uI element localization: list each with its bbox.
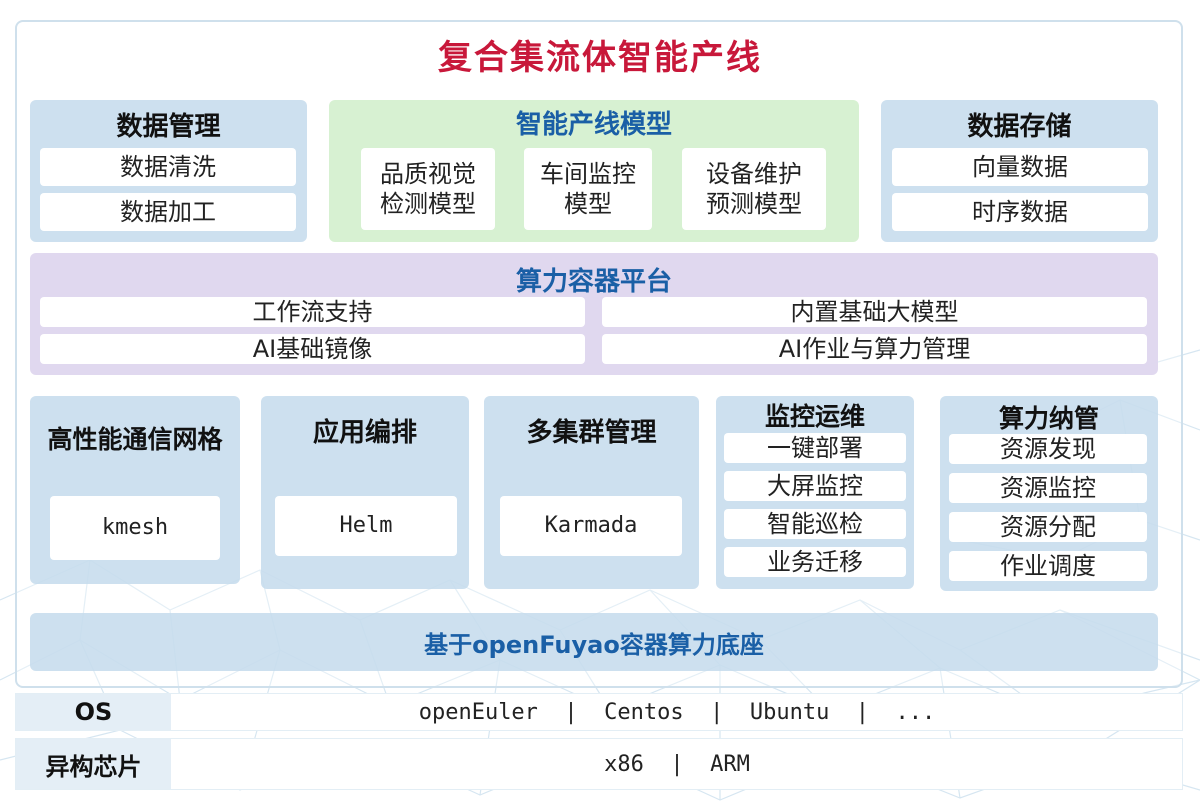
platform-panel: 算力容器平台 工作流支持 内置基础大模型 AI基础镜像 AI作业与算力管理 xyxy=(30,253,1158,375)
base-panel: 基于openFuyao容器算力底座 xyxy=(30,613,1158,671)
page-title: 复合集流体智能产线 xyxy=(438,38,762,78)
workshop-monitor-model-cell: 车间监控 模型 xyxy=(524,148,652,230)
resource-discovery-cell: 资源发现 xyxy=(949,434,1147,464)
workflow-support-cell: 工作流支持 xyxy=(40,297,585,327)
kmesh-cell: kmesh xyxy=(50,496,220,560)
ai-base-image-cell: AI基础镜像 xyxy=(40,334,585,364)
platform-title: 算力容器平台 xyxy=(515,267,672,297)
ops-panel: 监控运维 一键部署 大屏监控 智能巡检 业务迁移 xyxy=(716,396,914,589)
screen-monitor-cell: 大屏监控 xyxy=(724,471,906,501)
builtin-model-cell: 内置基础大模型 xyxy=(602,297,1147,327)
chip-strip: 异构芯片 x86 | ARM xyxy=(15,738,1183,790)
resource-allocation-cell: 资源分配 xyxy=(949,512,1147,542)
data-storage-title: 数据存储 xyxy=(967,112,1072,142)
data-processing-cell: 数据加工 xyxy=(40,193,296,231)
resource-monitor-cell: 资源监控 xyxy=(949,473,1147,503)
mesh-panel: 高性能通信网格 kmesh xyxy=(30,396,240,584)
compute-panel: 算力纳管 资源发现 资源监控 资源分配 作业调度 xyxy=(940,396,1158,591)
orchestration-panel: 应用编排 Helm xyxy=(261,396,469,589)
data-storage-panel: 数据存储 向量数据 时序数据 xyxy=(881,100,1158,242)
os-values: openEuler | Centos | Ubuntu | ... xyxy=(418,699,936,725)
base-label: 基于openFuyao容器算力底座 xyxy=(424,630,764,659)
chip-label: 异构芯片 xyxy=(16,739,171,789)
ops-title: 监控运维 xyxy=(764,402,865,431)
model-title: 智能产线模型 xyxy=(515,110,672,140)
smart-inspection-cell: 智能巡检 xyxy=(724,509,906,539)
karmada-cell: Karmada xyxy=(500,496,682,556)
multicluster-panel: 多集群管理 Karmada xyxy=(484,396,699,589)
equipment-maintenance-model-cell: 设备维护 预测模型 xyxy=(682,148,826,230)
quality-vision-model-cell: 品质视觉 检测模型 xyxy=(361,148,495,230)
vector-data-cell: 向量数据 xyxy=(892,148,1148,186)
data-management-panel: 数据管理 数据清洗 数据加工 xyxy=(30,100,307,242)
timeseries-data-cell: 时序数据 xyxy=(892,193,1148,231)
os-label: OS xyxy=(16,694,171,730)
multicluster-title: 多集群管理 xyxy=(526,418,657,448)
data-cleaning-cell: 数据清洗 xyxy=(40,148,296,186)
os-strip: OS openEuler | Centos | Ubuntu | ... xyxy=(15,693,1183,731)
job-scheduling-cell: 作业调度 xyxy=(949,551,1147,581)
data-management-title: 数据管理 xyxy=(116,112,221,142)
mesh-title: 高性能通信网格 xyxy=(47,425,223,454)
helm-cell: Helm xyxy=(275,496,457,556)
chip-values: x86 | ARM xyxy=(604,751,750,777)
ai-job-compute-cell: AI作业与算力管理 xyxy=(602,334,1147,364)
model-panel: 智能产线模型 品质视觉 检测模型 车间监控 模型 设备维护 预测模型 xyxy=(329,100,859,242)
service-migration-cell: 业务迁移 xyxy=(724,547,906,577)
compute-title: 算力纳管 xyxy=(998,404,1099,433)
orchestration-title: 应用编排 xyxy=(312,418,417,448)
one-click-deploy-cell: 一键部署 xyxy=(724,433,906,463)
